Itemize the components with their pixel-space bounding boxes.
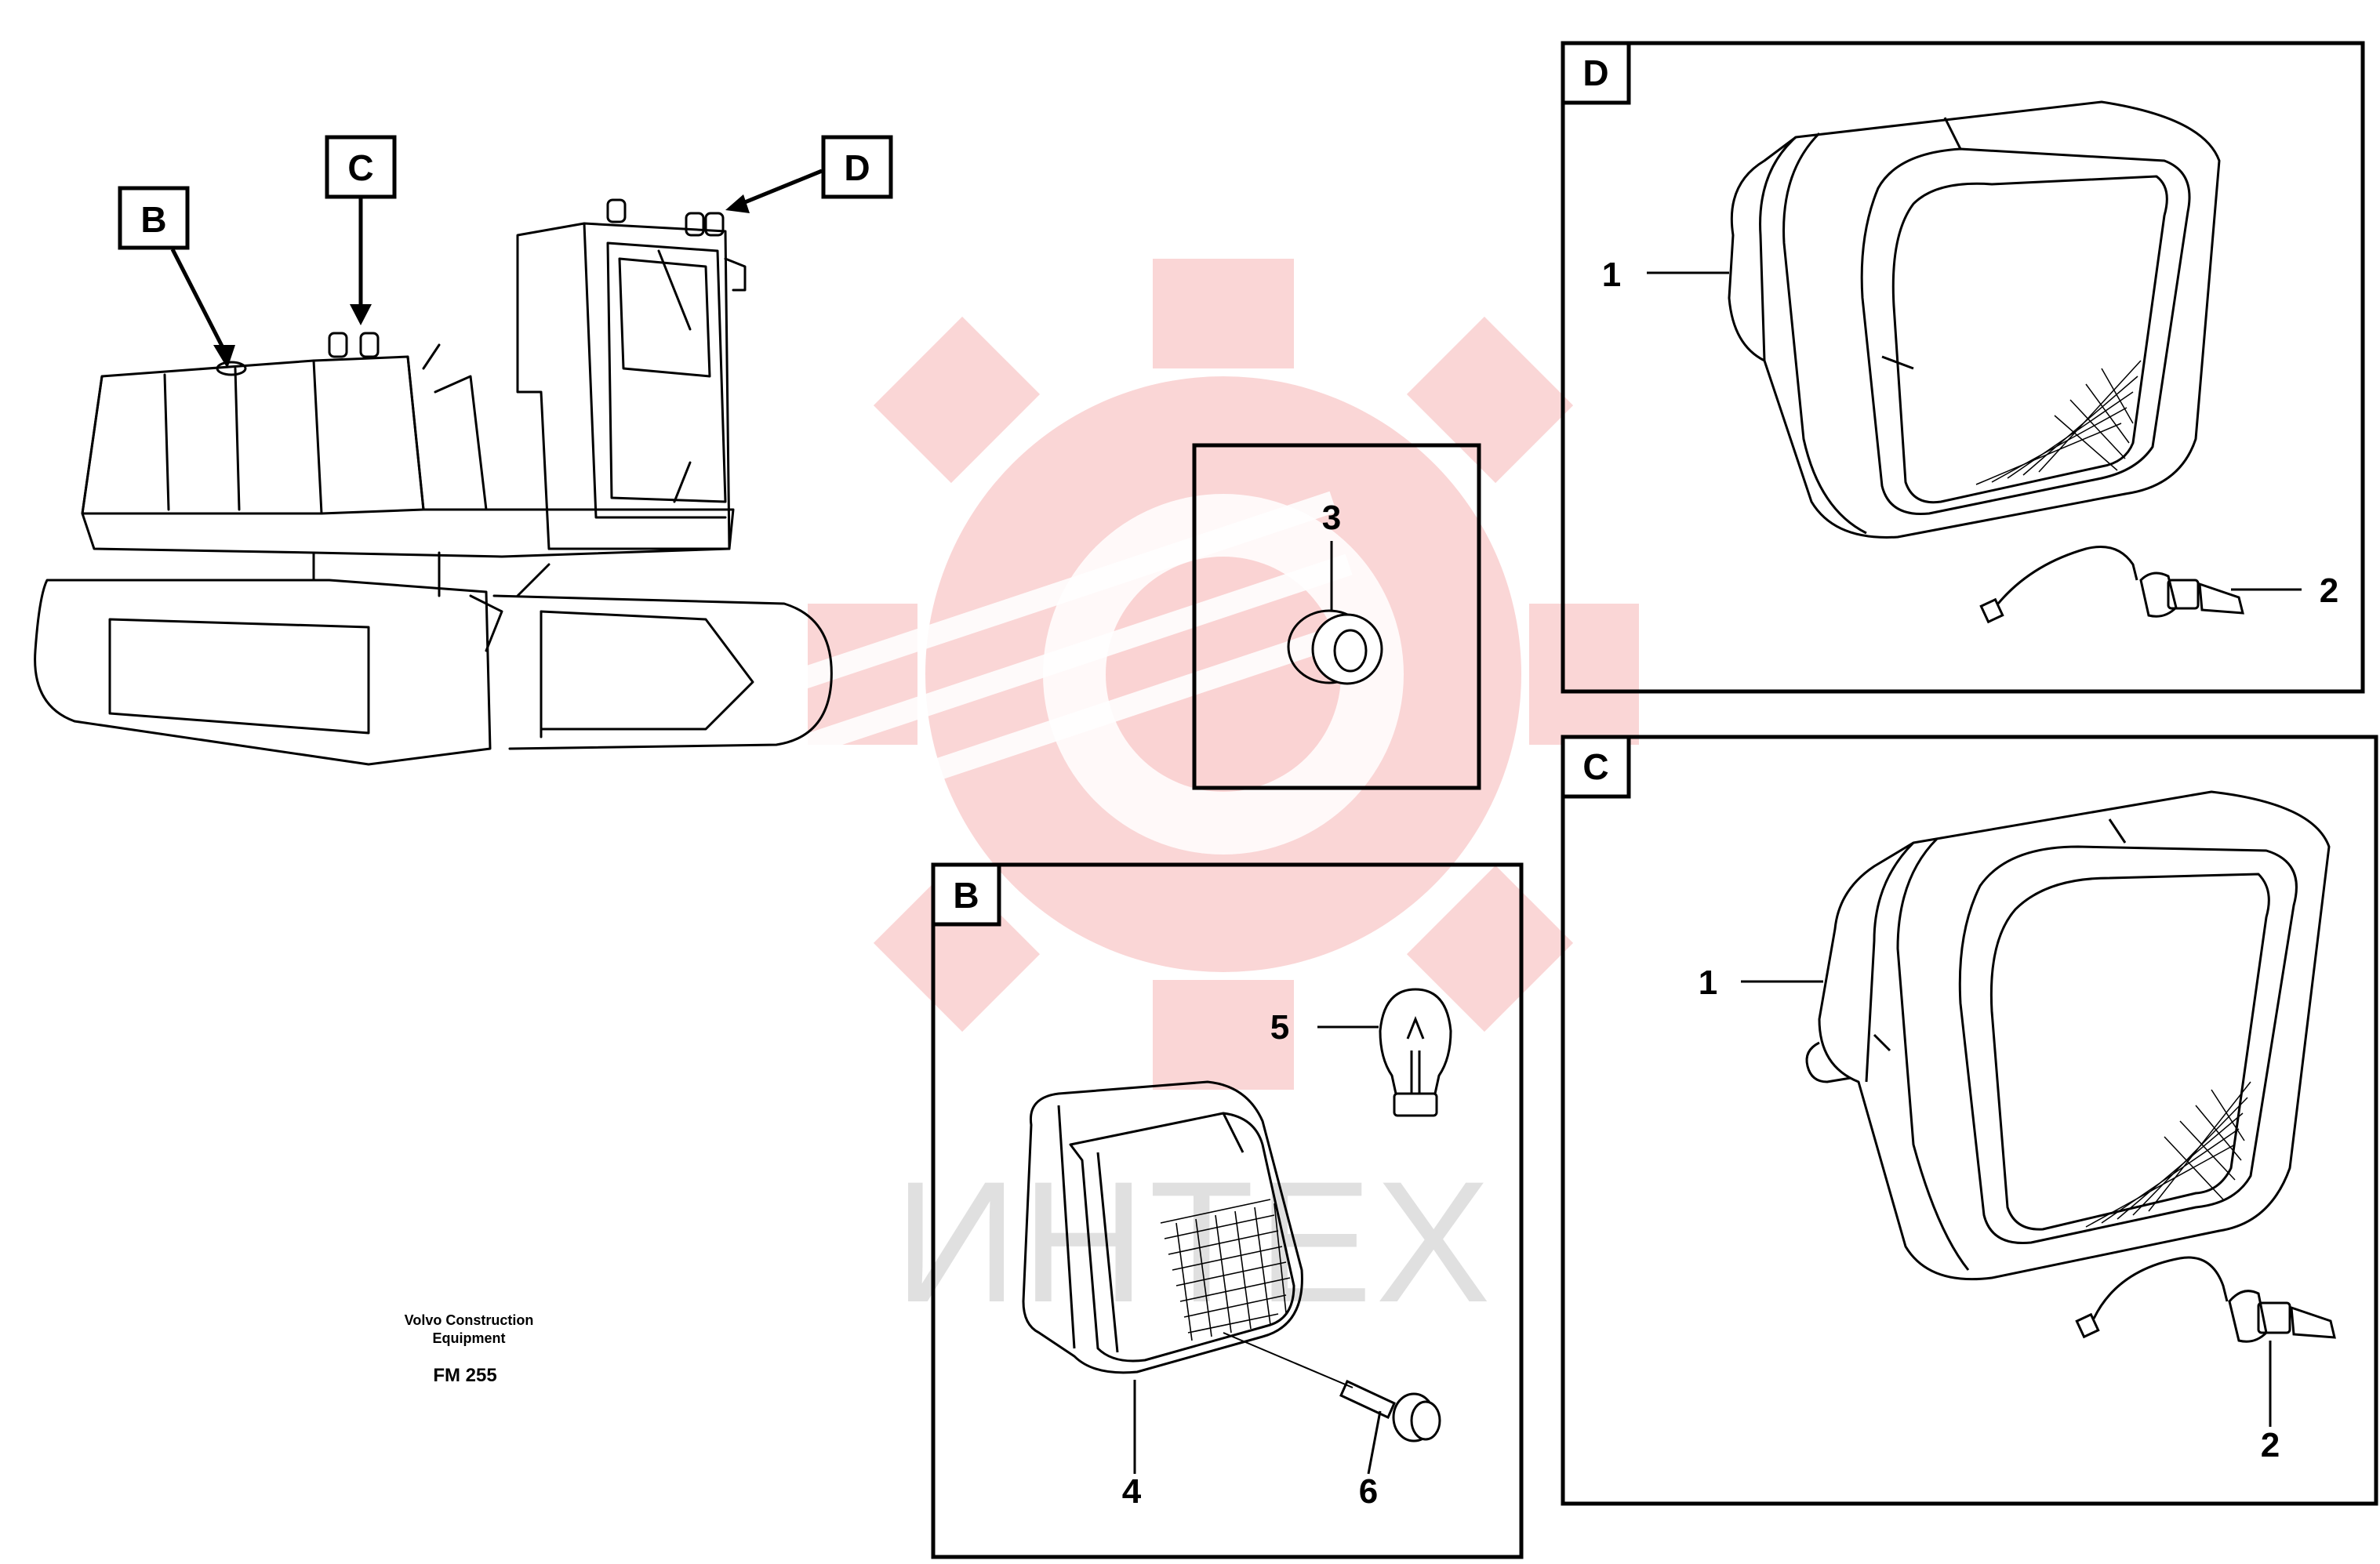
watermark: ИНТЕХ	[718, 259, 1639, 1338]
callout-c-label: C	[347, 147, 373, 188]
item-3-label: 3	[1322, 499, 1341, 537]
item-2-label-c: 2	[2261, 1426, 2280, 1464]
panel-c-letter: C	[1582, 746, 1608, 787]
item-1-label-d: 1	[1602, 256, 1621, 294]
headlamp-icon-c	[1805, 790, 2331, 1281]
item-1-label-c: 1	[1699, 963, 1717, 1002]
item-5-label: 5	[1270, 1008, 1289, 1047]
callout-d: D	[725, 135, 893, 213]
panel-b-letter: B	[953, 875, 979, 916]
caption-code: FM 255	[433, 1365, 496, 1386]
item-4-label: 4	[1122, 1472, 1142, 1511]
bulb-holder-icon-d	[1979, 546, 2244, 624]
panel-b: B 4	[931, 862, 1524, 1559]
headlamp-icon	[1728, 100, 2221, 539]
grommet-icon	[1287, 609, 1383, 685]
caption-line1: Volvo Construction	[405, 1312, 534, 1328]
bulb-holder-icon-c	[2075, 1256, 2336, 1343]
watermark-text: ИНТЕХ	[894, 1145, 1494, 1338]
caption-line2: Equipment	[433, 1330, 506, 1346]
callout-c: C	[325, 135, 397, 325]
panel-c: C 1	[1561, 735, 2378, 1506]
work-lamp-icon	[1022, 1080, 1303, 1374]
screw-icon	[1223, 1332, 1441, 1442]
item-2-label-d: 2	[2320, 572, 2338, 610]
callout-d-label: D	[844, 147, 870, 188]
caption: Volvo Construction Equipment FM 255	[405, 1312, 534, 1386]
panel-d: D 1	[1561, 41, 2365, 694]
callout-b-label: B	[140, 199, 166, 240]
excavator-overview	[34, 198, 833, 766]
item-6-label: 6	[1359, 1472, 1378, 1511]
bulb-icon	[1379, 988, 1452, 1117]
watermark-stripes	[718, 491, 1368, 842]
panel-grommet: 3	[1192, 443, 1481, 790]
panel-d-letter: D	[1582, 53, 1608, 93]
callout-b: B	[118, 186, 235, 368]
